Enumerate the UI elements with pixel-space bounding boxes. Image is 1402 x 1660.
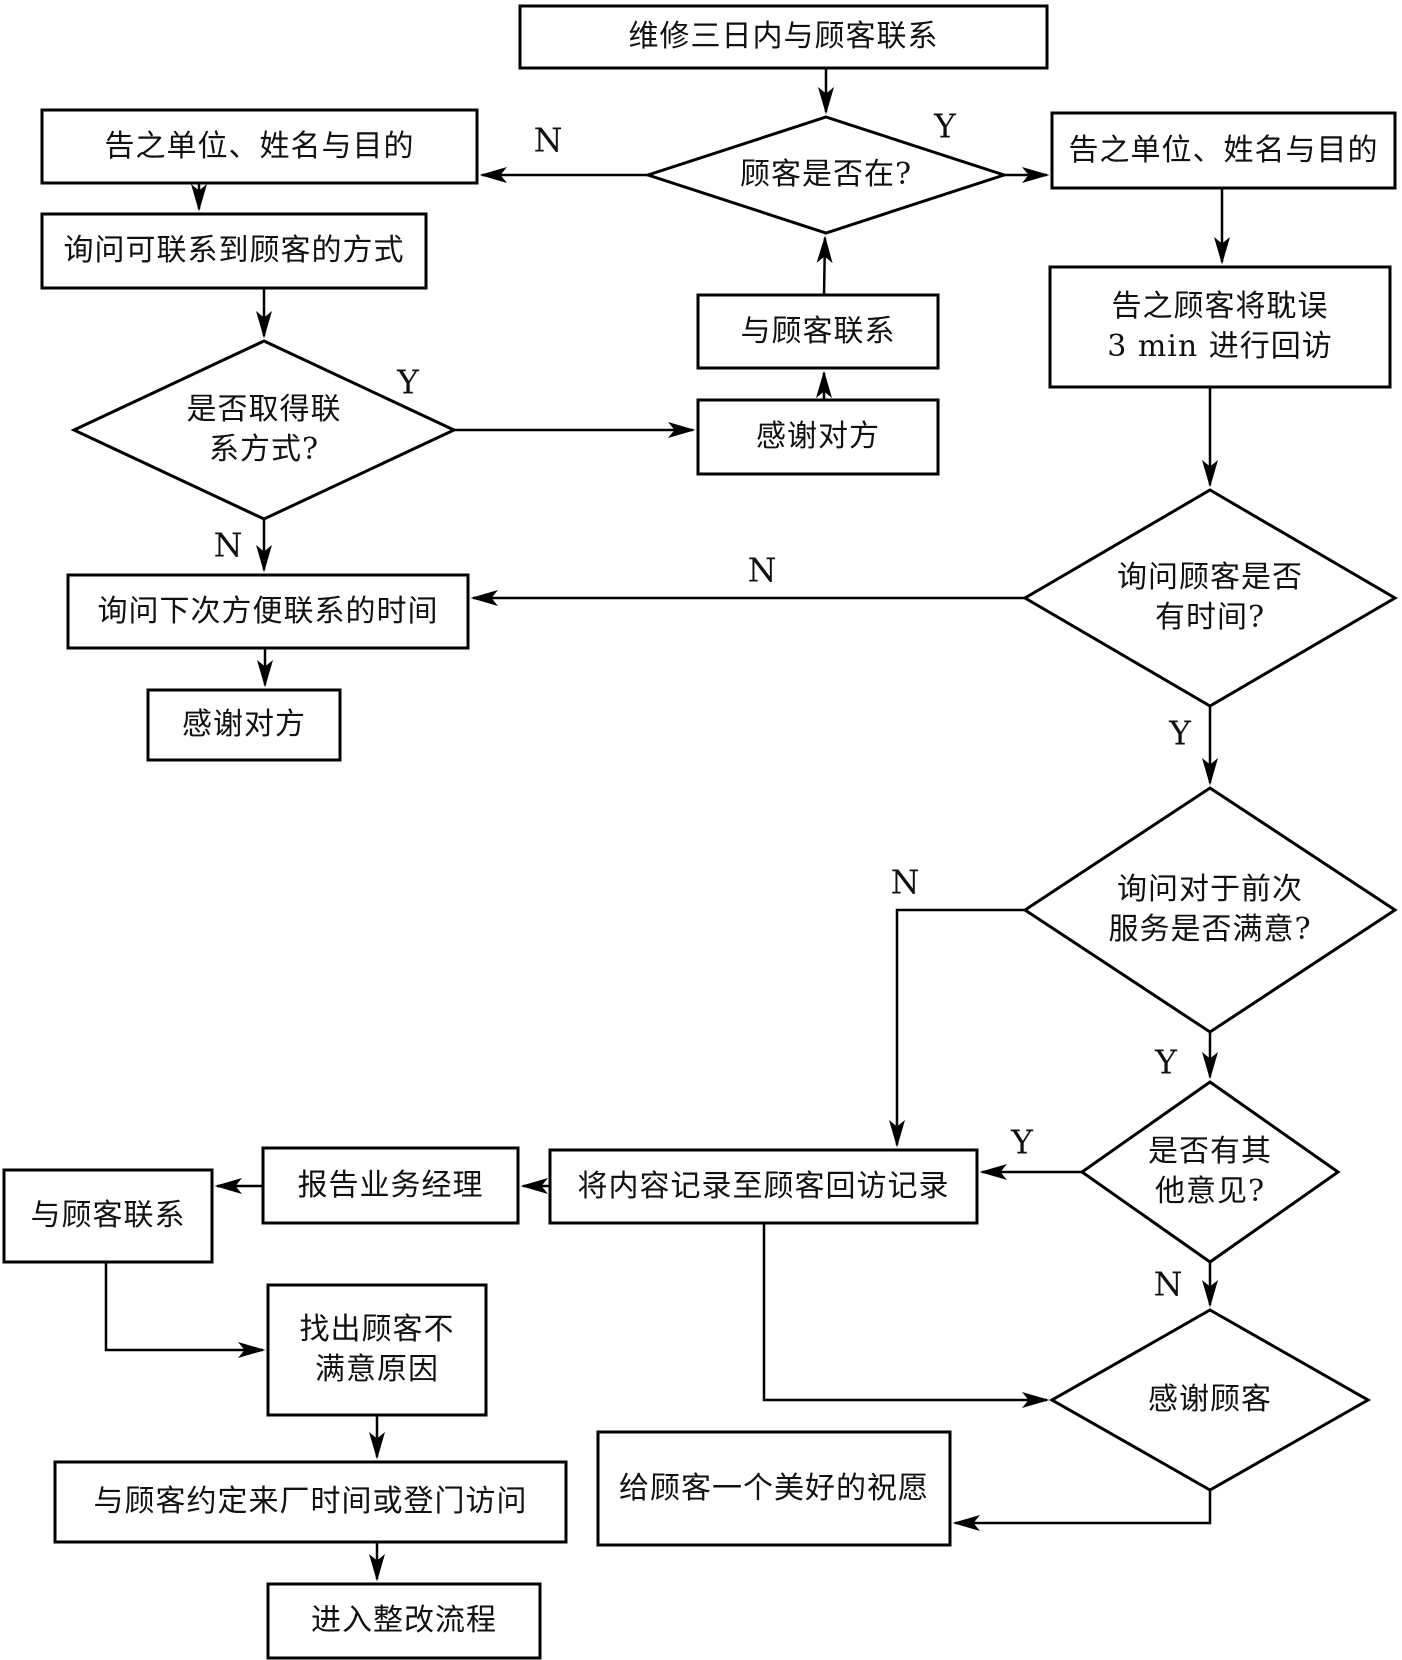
node-shape-thank-party-mid [696,398,940,476]
node-shape-good-wish [596,1430,952,1547]
flow-nodes [2,4,1398,1660]
node-shape-ask-satisfaction [1022,786,1398,1034]
node-shape-arrange-visit [53,1460,568,1544]
arrow-contactmid-to-present [816,235,833,296]
node-shape-contact-customer-mid [696,293,940,370]
node-shape-ask-contact-method [40,212,428,290]
node-shape-thank-customer [1048,1308,1372,1492]
arrow-satisfaction-no [889,908,1025,1148]
arrow-contactleft-to-findreason [104,1262,266,1358]
arrow-thankcustomer-to-wish [952,1490,1212,1532]
node-shape-tell-identity-right [1050,111,1397,190]
node-shape-enter-rectification [266,1582,542,1660]
node-shape-any-other-opinion [1079,1080,1341,1264]
node-shape-contact-customer-left [2,1168,214,1264]
node-shape-start [518,4,1049,70]
arrow-record-to-thankcustomer [762,1223,1050,1408]
node-shape-tell-delay-3min [1048,265,1392,389]
node-shape-thank-party-left [146,688,342,762]
node-shape-report-manager [261,1146,520,1225]
node-shape-ask-next-contact-time [66,573,470,650]
flow-arrows [104,68,1231,1582]
node-shape-tell-identity-left [40,108,479,185]
node-shape-is-customer-present [643,115,1009,235]
node-shape-got-contact-method [70,339,458,521]
node-shape-ask-has-time [1022,488,1398,708]
node-shape-find-dissatisfaction-reason [266,1283,488,1417]
node-shape-record-to-log [548,1148,979,1225]
